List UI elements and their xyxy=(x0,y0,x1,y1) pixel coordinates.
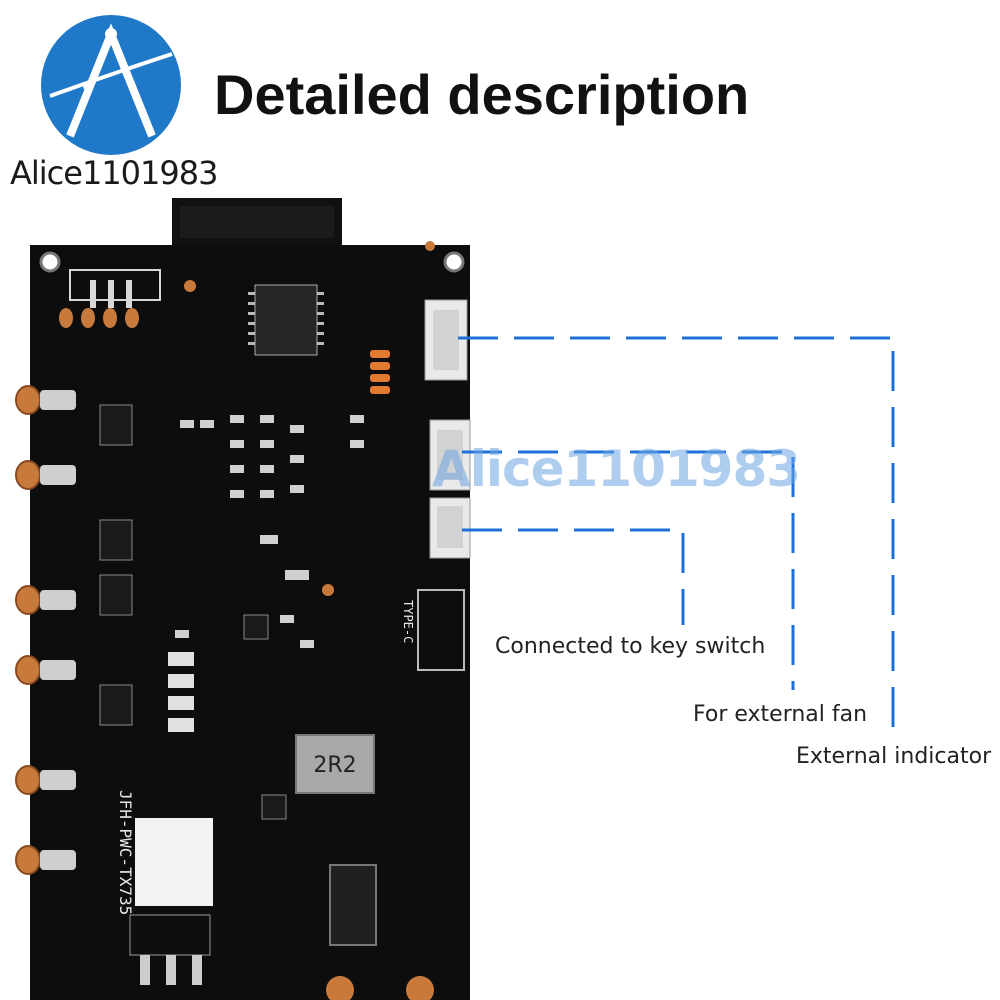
inductor-label: 2R2 xyxy=(313,753,356,778)
brand-logo: Alice1101983 xyxy=(10,14,218,192)
callout-external-indicator: External indicator xyxy=(796,744,992,769)
callout-external-fan: For external fan xyxy=(693,702,868,727)
watermark-text: Alice1101983 xyxy=(432,440,801,498)
leader-line-indicator xyxy=(458,336,895,735)
logo-emblem-icon xyxy=(41,15,181,155)
type-c-port xyxy=(417,589,465,671)
mounting-hole xyxy=(39,251,61,273)
mounting-hole xyxy=(443,251,465,273)
type-c-label: TYPE-C xyxy=(401,600,415,643)
leader-line-key xyxy=(462,528,685,625)
model-label: JFH-PWC-TX735 xyxy=(116,790,135,915)
callout-key-switch: Connected to key switch xyxy=(495,634,766,659)
c61-module xyxy=(135,818,213,906)
inductor-2r2 xyxy=(295,734,375,794)
logo-text: Alice1101983 xyxy=(10,154,218,192)
page-title: Detailed description xyxy=(214,63,750,126)
